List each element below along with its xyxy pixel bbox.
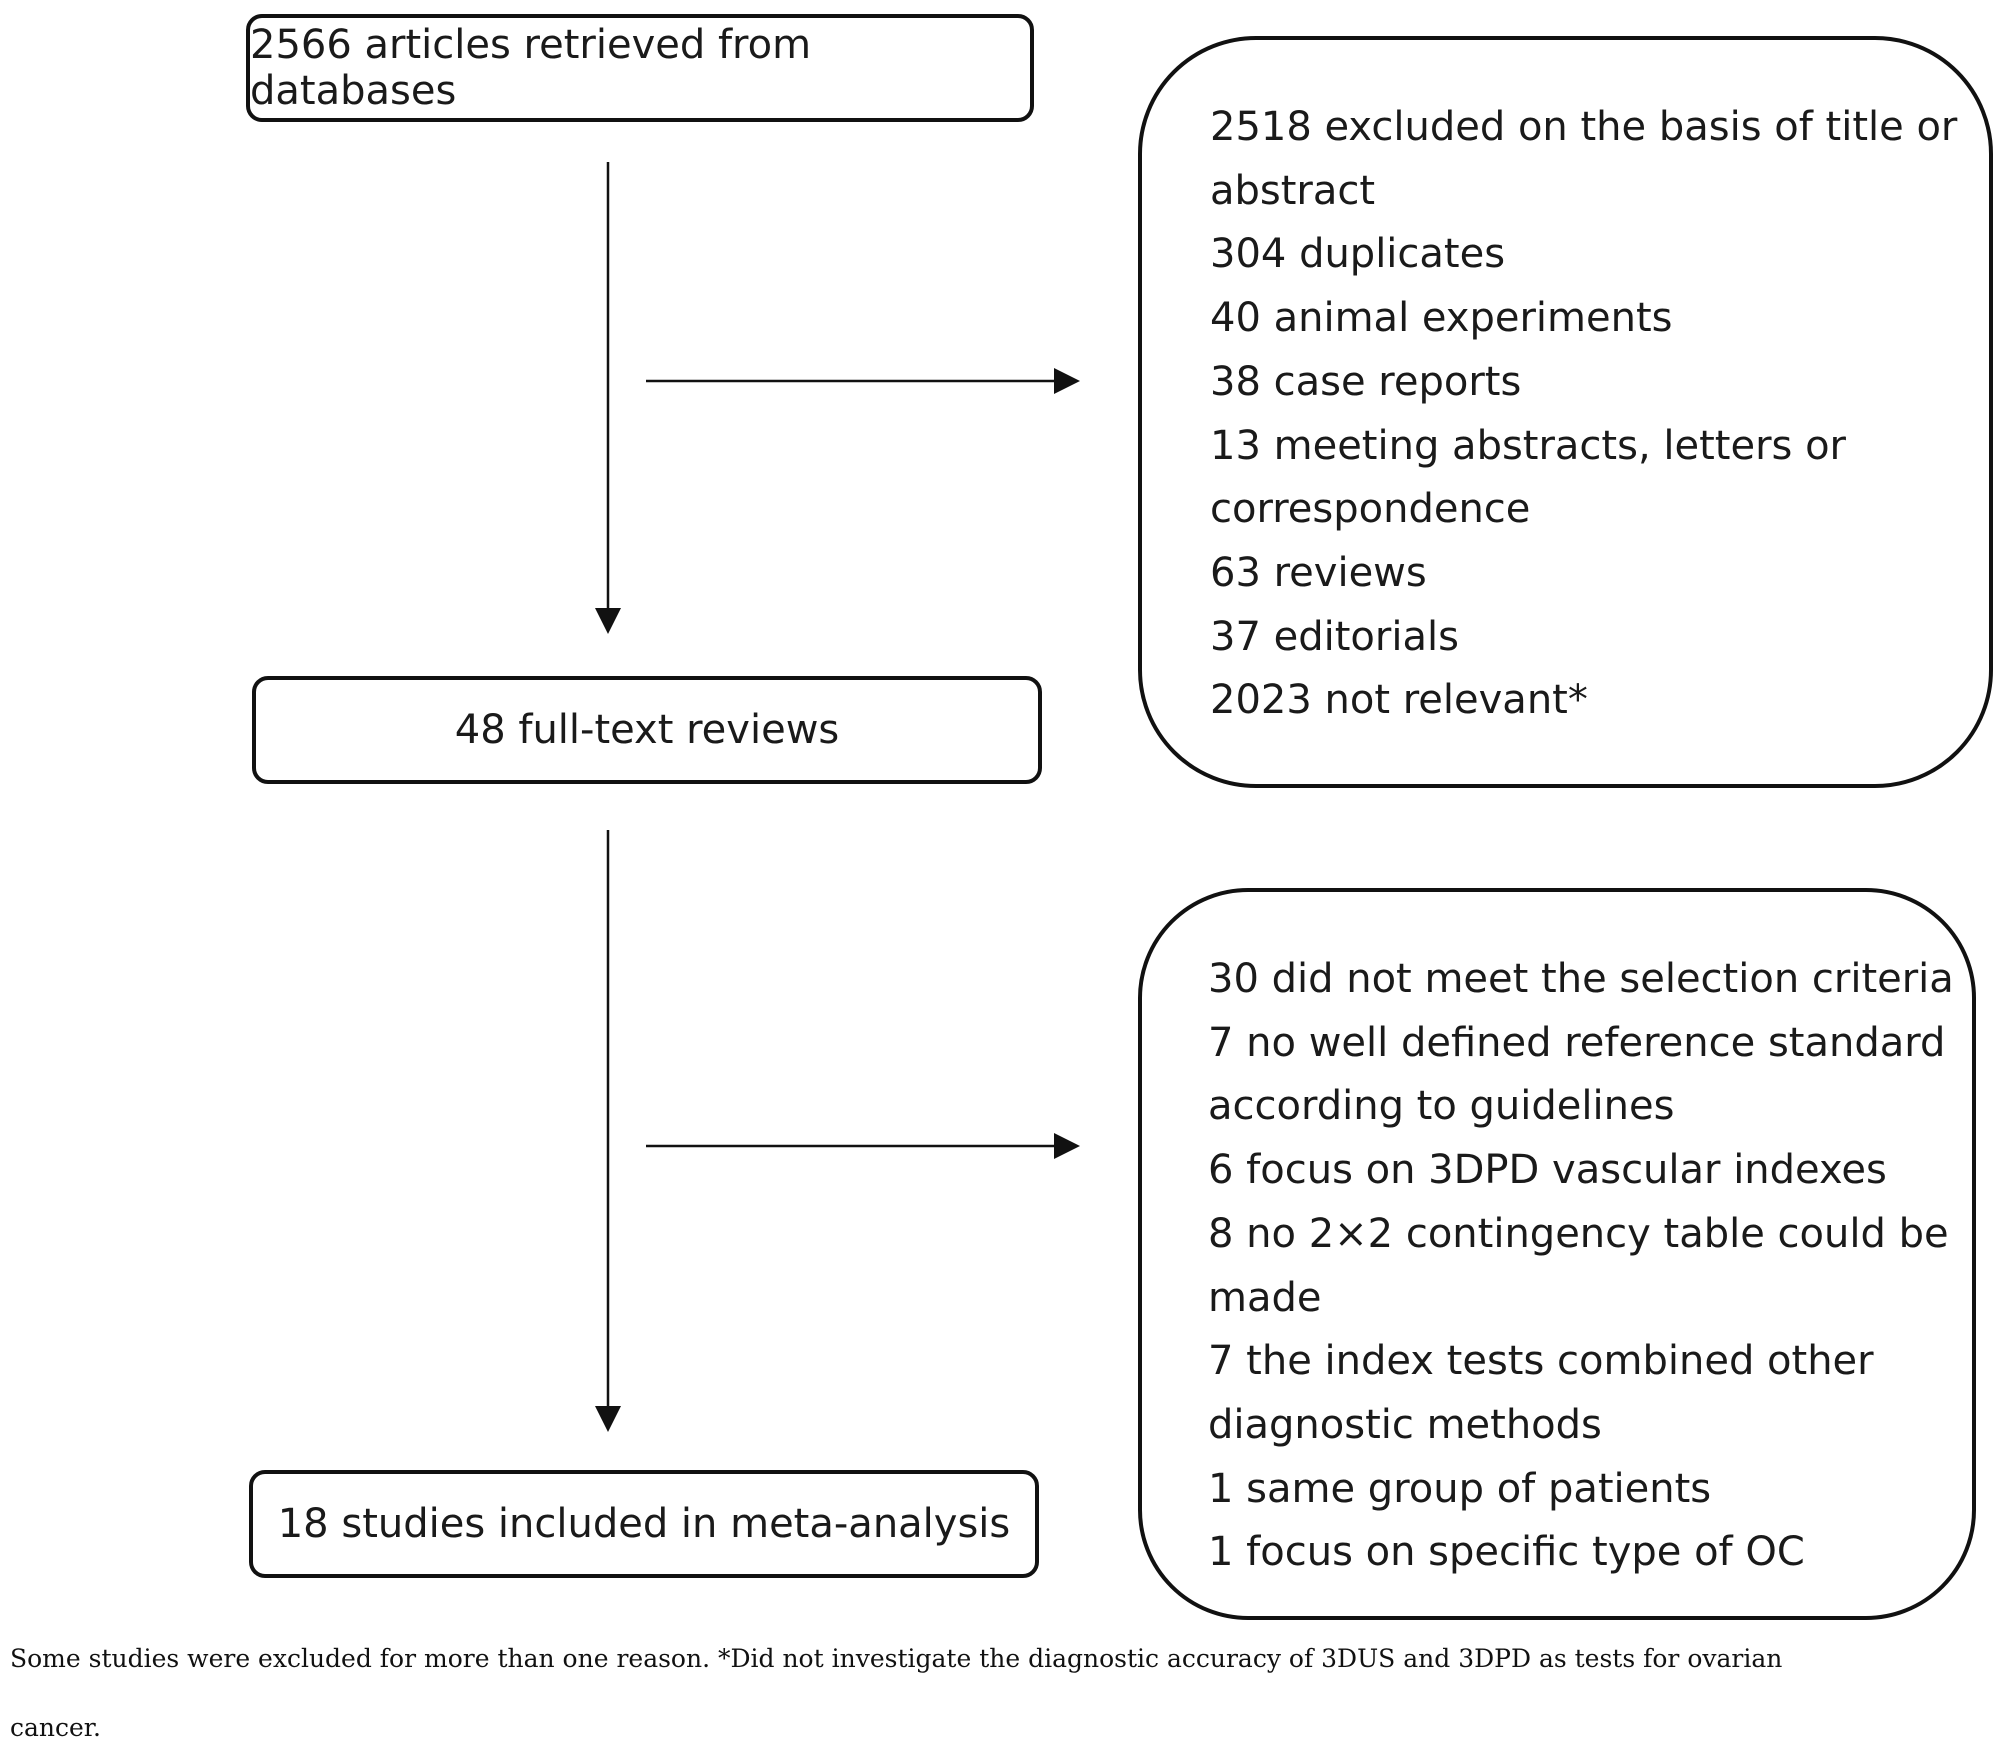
retrieved-label: 2566 articles retrieved from databases <box>250 22 812 114</box>
footnote-line-2: cancer. <box>10 1713 101 1742</box>
retrieved-box: 2566 articles retrieved from databases <box>246 14 1034 122</box>
exclusion-1-line: 304 duplicates <box>1210 231 1506 278</box>
included-box: 18 studies included in meta-analysis <box>249 1470 1039 1578</box>
arrowhead-right-2 <box>1054 1133 1080 1159</box>
exclusion-1-line: 63 reviews <box>1210 549 1427 596</box>
exclusion-2-line: 7 the index tests combined other <box>1208 1338 1874 1385</box>
fulltext-box: 48 full-text reviews <box>252 676 1042 784</box>
exclusion-1-line: abstract <box>1210 167 1376 214</box>
exclusion-2-line: diagnostic methods <box>1208 1401 1602 1448</box>
exclusion-2-line: 7 no well defined reference standard <box>1208 1019 1946 1066</box>
exclusion-1-line: 40 animal experiments <box>1210 295 1673 342</box>
fulltext-label: 48 full-text reviews <box>454 707 840 753</box>
exclusion-2-line: made <box>1208 1274 1322 1321</box>
exclusion-1-line: 13 meeting abstracts, letters or <box>1210 422 1846 469</box>
exclusion-1-line: 38 case reports <box>1210 358 1522 405</box>
exclusion-2-line: 1 focus on specific type of OC <box>1208 1529 1805 1576</box>
exclusion-2-line: 30 did not meet the selection criteria <box>1208 956 1954 1002</box>
exclusion-box-2: 30 did not meet the selection criteria 7… <box>1138 888 1976 1620</box>
exclusion-2-line: 1 same group of patients <box>1208 1465 1712 1512</box>
footnote-line-1: Some studies were excluded for more than… <box>10 1644 1783 1673</box>
exclusion-2-line: 8 no 2×2 contingency table could be <box>1208 1210 1949 1257</box>
exclusion-box-1: 2518 excluded on the basis of title or a… <box>1138 36 1993 788</box>
exclusion-2-line: 6 focus on 3DPD vascular indexes <box>1208 1147 1887 1194</box>
arrowhead-right-1 <box>1054 368 1080 394</box>
exclusion-2-line: according to guidelines <box>1208 1083 1675 1130</box>
arrowhead-down-1 <box>595 608 621 634</box>
exclusion-1-line: 2518 excluded on the basis of title or <box>1210 104 1958 150</box>
exclusion-1-line: 2023 not relevant* <box>1210 677 1588 724</box>
arrowhead-down-2 <box>595 1406 621 1432</box>
exclusion-1-line: 37 editorials <box>1210 613 1459 660</box>
included-label: 18 studies included in meta-analysis <box>277 1501 1011 1547</box>
exclusion-1-line: correspondence <box>1210 486 1531 533</box>
